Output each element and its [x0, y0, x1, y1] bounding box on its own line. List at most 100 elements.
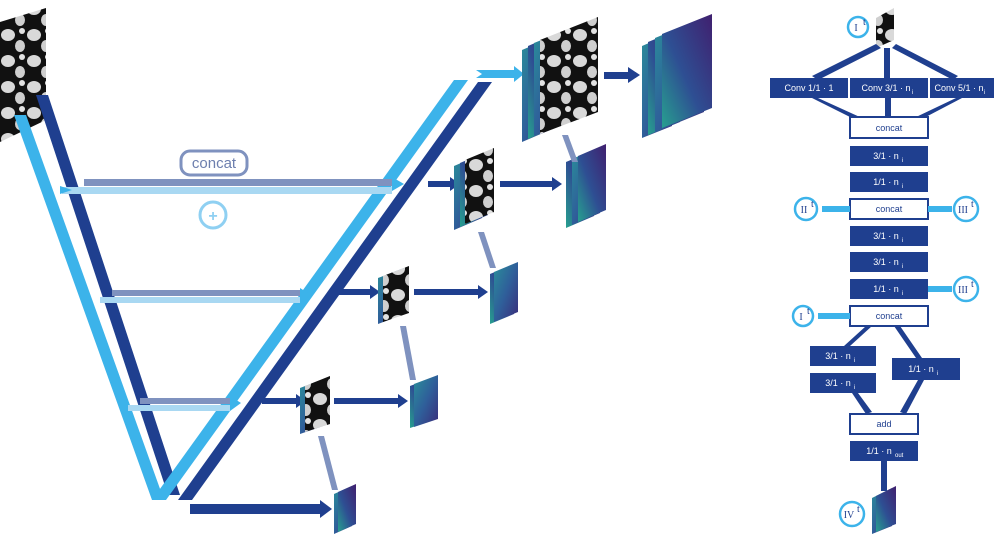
conn-merge-right — [900, 380, 924, 414]
vconn-l3-l4 — [318, 436, 338, 490]
block-diagram: I t Conv 1/1 · 1 Conv 3/1 · n i Conv 5/1… — [770, 8, 994, 534]
feature-stack-l2-out — [490, 262, 518, 324]
layer-3-1-a-label: 3/1 · n — [873, 151, 899, 161]
arrow-l1-right-head — [552, 177, 562, 191]
input-III-top: III t — [952, 195, 980, 223]
arrow-top-right-head — [628, 67, 640, 83]
concat-2-label: concat — [876, 204, 903, 214]
skip-path-light — [14, 115, 164, 500]
conv5-label: Conv 5/1 · n — [934, 83, 983, 93]
skip-level-1-light — [62, 187, 392, 194]
layer-1-1-a-sub: i — [902, 184, 903, 190]
layer-1-1-a-label: 1/1 · n — [873, 177, 899, 187]
layer-1-1-b-label: 1/1 · n — [873, 284, 899, 294]
top-arrow-light — [476, 70, 516, 78]
input-III-bottom-sup: t — [971, 279, 974, 290]
layer-1-1-b-sub: i — [902, 291, 903, 297]
concat-block-2: concat — [849, 198, 929, 220]
top-arrow-light-head — [514, 66, 524, 82]
feature-stack-bottom — [334, 484, 356, 534]
branch-3-1-b: 3/1 · n i — [810, 373, 876, 393]
conv3-label: Conv 3/1 · n — [861, 83, 910, 93]
input-I-top: I t — [846, 15, 870, 39]
add-symbol-text: + — [208, 208, 217, 225]
input-III-top-sup: t — [971, 199, 974, 210]
conv3-sub: i — [912, 90, 913, 96]
branch-3-1-b-label: 3/1 · n — [825, 378, 851, 388]
conn-conv1-concat — [812, 98, 862, 120]
layer-1-1-b: 1/1 · n i — [850, 279, 928, 299]
input-image — [0, 8, 46, 142]
skip-level-2-arrow — [300, 288, 311, 303]
skip-level-3-gray — [140, 398, 230, 404]
concat-label: concat — [192, 155, 237, 172]
input-I-label: I — [854, 23, 857, 34]
conv1-block: Conv 1/1 · 1 — [770, 78, 848, 98]
vconn-l2-l3 — [400, 326, 416, 380]
input-II-sup: t — [811, 199, 814, 210]
output-feature-small — [872, 486, 896, 534]
add-symbol: + — [198, 200, 228, 230]
input-III-bottom-label: III — [958, 285, 968, 296]
layer-3-1-b-sub: i — [902, 238, 903, 244]
layer-1-1-a: 1/1 · n i — [850, 172, 928, 192]
concat-block-3: concat — [849, 305, 929, 327]
output-feature-stack — [642, 14, 712, 138]
conv1-label: Conv 1/1 · 1 — [784, 83, 833, 93]
layer-3-1-b: 3/1 · n i — [850, 226, 928, 246]
arrow-l2-head — [370, 285, 380, 299]
skip-level-3-light — [128, 405, 230, 411]
input-III-top-label: III — [958, 205, 968, 216]
skip-level-1-arrow — [392, 177, 404, 191]
conn-to-conv3 — [884, 48, 890, 78]
branch-3-1-b-sub: i — [854, 385, 855, 391]
arrow-l2-to-feat — [334, 289, 372, 295]
conn-output — [881, 461, 887, 491]
conn-conv5-concat — [914, 98, 962, 120]
arrow-l3-right — [334, 398, 400, 404]
input-image-small — [876, 8, 894, 48]
layer-3-1-c-label: 3/1 · n — [873, 257, 899, 267]
branch-1-1-label: 1/1 · n — [908, 364, 934, 374]
input-II-label: II — [801, 205, 808, 216]
conn-concat-III — [928, 206, 952, 212]
branch-3-1-a-sub: i — [854, 358, 855, 364]
arrow-l2-right-head — [478, 285, 488, 299]
skip-level-1-arrow-light — [60, 186, 72, 194]
output-layer-sub: out — [895, 453, 904, 459]
skip-level-2-gray — [112, 290, 300, 296]
branch-1-1-sub: i — [937, 371, 938, 377]
encoder-path-dark — [36, 95, 180, 495]
layer-3-1-a: 3/1 · n i — [850, 146, 928, 166]
add-block: add — [849, 413, 919, 435]
layer-3-1-c-sub: i — [902, 264, 903, 270]
arrow-l3-to-feat — [262, 398, 298, 404]
layer-3-1-c: 3/1 · n i — [850, 252, 928, 272]
skip-level-2-light — [100, 297, 300, 303]
layer-3-1-b-label: 3/1 · n — [873, 231, 899, 241]
arrow-l1-to-feat — [428, 181, 452, 187]
conn-split-left — [844, 326, 872, 346]
conv5-sub: i — [984, 90, 985, 96]
skip-level-1-gray — [84, 179, 394, 186]
bottom-path — [190, 504, 322, 514]
branch-1-1: 1/1 · n i — [892, 358, 960, 380]
output-layer: 1/1 · n out — [850, 441, 918, 461]
input-I-mid-label: I — [799, 312, 802, 323]
input-II: II t — [793, 196, 819, 222]
concat-1-label: concat — [876, 123, 903, 133]
feature-stack-top — [522, 17, 598, 142]
feature-stack-l1-out — [566, 144, 606, 228]
vconn-top-l1 — [562, 135, 578, 162]
conn-split-right — [894, 326, 922, 358]
vconn-l1-l2 — [478, 232, 496, 268]
output-IV-sup: t — [857, 504, 860, 515]
conn-to-conv5 — [892, 44, 958, 80]
concat-label-box: concat — [179, 149, 249, 177]
conv3-block: Conv 3/1 · n i — [850, 78, 928, 98]
bottom-arrow — [320, 500, 332, 518]
feature-stack-l1 — [454, 148, 494, 230]
input-I-mid-sup: t — [807, 306, 810, 317]
add-label: add — [876, 419, 891, 429]
